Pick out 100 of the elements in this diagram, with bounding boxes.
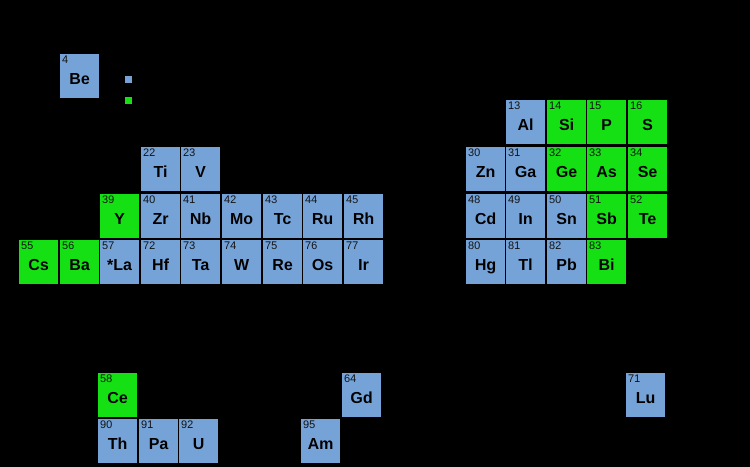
atomic-number: 95 <box>303 419 316 432</box>
element-cell <box>547 194 586 238</box>
atomic-number: 42 <box>224 194 236 207</box>
element-cell <box>466 194 505 238</box>
element-symbol: Tc <box>272 210 292 230</box>
element-cell <box>141 194 180 238</box>
element-symbol: Bi <box>598 256 616 276</box>
element-cell <box>141 240 180 284</box>
element-symbol: S <box>641 116 654 136</box>
element-symbol: Se <box>636 163 658 183</box>
element-symbol: Th <box>106 435 128 455</box>
element-cell <box>100 240 139 284</box>
atomic-number: 31 <box>508 147 520 160</box>
atomic-number: 34 <box>630 147 642 160</box>
atomic-number: 44 <box>305 194 318 207</box>
legend-swatch <box>125 97 132 104</box>
element-symbol: Pb <box>555 256 578 276</box>
atomic-number: 52 <box>630 194 642 207</box>
element-symbol: Be <box>68 70 91 90</box>
element-cell <box>303 240 342 284</box>
element-symbol: Al <box>516 116 534 136</box>
atomic-number: 4 <box>62 54 68 67</box>
element-symbol: Lu <box>634 389 656 409</box>
atomic-number: 22 <box>143 147 156 160</box>
element-symbol: *La <box>106 256 133 276</box>
element-symbol: Ba <box>68 256 91 276</box>
element-symbol: Tl <box>517 256 534 276</box>
element-cell <box>98 373 137 417</box>
element-symbol: As <box>595 163 618 183</box>
element-symbol: Sb <box>595 210 618 230</box>
element-symbol: V <box>194 163 207 183</box>
atomic-number: 90 <box>100 419 112 432</box>
atomic-number: 64 <box>344 373 356 386</box>
element-symbol: Cs <box>27 256 50 276</box>
element-symbol: Pa <box>148 435 170 455</box>
atomic-number: 40 <box>143 194 156 207</box>
element-cell <box>626 373 665 417</box>
element-symbol: Zr <box>152 210 170 230</box>
element-symbol: Mo <box>228 210 254 230</box>
element-cell <box>587 194 626 238</box>
element-cell <box>181 194 220 238</box>
element-cell <box>466 240 505 284</box>
element-symbol: Ga <box>514 163 538 183</box>
atomic-number: 49 <box>508 194 520 207</box>
element-cell <box>181 240 220 284</box>
element-cell <box>587 147 626 191</box>
element-symbol: Sn <box>555 210 578 230</box>
element-symbol: Ta <box>190 256 210 276</box>
atomic-number: 50 <box>549 194 562 207</box>
element-cell <box>141 147 180 191</box>
element-cell <box>628 147 667 191</box>
element-cell <box>506 100 545 144</box>
atomic-number: 43 <box>265 194 278 207</box>
atomic-number: 41 <box>183 194 196 207</box>
element-symbol: Ge <box>554 163 578 183</box>
element-cell <box>344 194 383 238</box>
atomic-number: 83 <box>589 240 602 253</box>
element-cell <box>100 194 139 238</box>
element-cell <box>344 240 383 284</box>
atomic-number: 39 <box>102 194 114 207</box>
atomic-number: 75 <box>265 240 278 253</box>
element-cell <box>506 240 545 284</box>
atomic-number: 48 <box>468 194 480 207</box>
atomic-number: 15 <box>589 100 602 113</box>
element-cell <box>303 194 342 238</box>
element-symbol: Te <box>638 210 658 230</box>
atomic-number: 72 <box>143 240 156 253</box>
atomic-number: 80 <box>468 240 480 253</box>
element-symbol: Ir <box>357 256 370 276</box>
element-symbol: Y <box>113 210 126 230</box>
element-cell <box>628 194 667 238</box>
element-symbol: Si <box>558 116 576 136</box>
atomic-number: 58 <box>100 373 112 386</box>
element-symbol: Cd <box>474 210 498 230</box>
element-symbol: Rh <box>352 210 376 230</box>
element-cell <box>60 54 99 98</box>
element-symbol: Os <box>310 256 334 276</box>
element-cell <box>139 419 178 463</box>
element-cell <box>506 194 545 238</box>
atomic-number: 56 <box>62 240 74 253</box>
atomic-number: 13 <box>508 100 520 113</box>
atomic-number: 81 <box>508 240 520 253</box>
element-cell <box>98 419 137 463</box>
element-cell <box>19 240 58 284</box>
element-symbol: Ce <box>106 389 129 409</box>
atomic-number: 71 <box>628 373 640 386</box>
atomic-number: 55 <box>21 240 34 253</box>
element-cell <box>181 147 220 191</box>
element-symbol: Hg <box>474 256 498 276</box>
atomic-number: 14 <box>549 100 562 113</box>
element-cell <box>301 419 340 463</box>
element-cell <box>547 100 586 144</box>
element-symbol: In <box>517 210 534 230</box>
element-symbol: U <box>192 435 206 455</box>
element-cell <box>547 240 586 284</box>
element-cell <box>547 147 586 191</box>
element-symbol: Re <box>271 256 294 276</box>
atomic-number: 32 <box>549 147 562 160</box>
element-cell <box>506 147 545 191</box>
element-cell <box>222 194 261 238</box>
